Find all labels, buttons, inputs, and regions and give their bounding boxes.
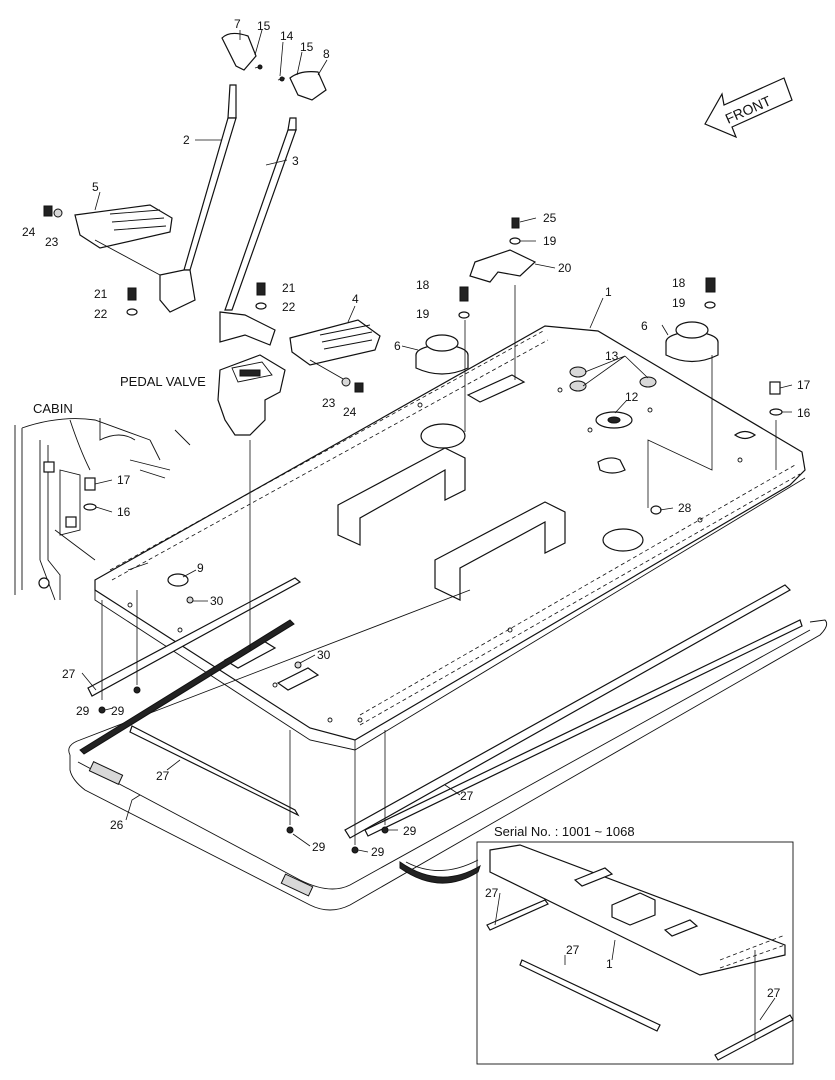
- callout-27c: 27: [460, 789, 474, 803]
- callout-5: 5: [92, 180, 99, 194]
- front-arrow-icon: FRONT: [704, 77, 793, 139]
- callout-23: 23: [45, 235, 59, 249]
- callout-17b: 17: [117, 473, 131, 487]
- inset-callout-1: 1: [606, 957, 613, 971]
- inset-callout-27c: 27: [767, 986, 781, 1000]
- callout-17: 17: [797, 378, 811, 392]
- floor-mat-rim: [68, 589, 828, 911]
- callout-21b: 21: [282, 281, 296, 295]
- serial-inset: Serial No. : 1001 ~ 1068 27 27 1 27: [399, 824, 794, 1065]
- callout-30: 30: [210, 594, 224, 608]
- grommets: [569, 366, 657, 429]
- callout-19c: 19: [672, 296, 686, 310]
- callout-29b: 29: [111, 704, 125, 718]
- callout-24b: 24: [343, 405, 357, 419]
- pedal-valve-label: PEDAL VALVE: [120, 374, 206, 389]
- callout-9: 9: [197, 561, 204, 575]
- callout-19: 19: [543, 234, 557, 248]
- callout-24: 24: [22, 225, 36, 239]
- callout-29: 29: [76, 704, 90, 718]
- cabin-label: CABIN: [33, 401, 73, 416]
- floor-plate: [94, 325, 806, 751]
- cover-plate: [469, 249, 537, 283]
- callout-14: 14: [280, 29, 294, 43]
- callout-labels: 7 15 14 15 8 2 3 5 24 23 21 22 21 22 4 2…: [22, 17, 811, 859]
- callout-18: 18: [416, 278, 430, 292]
- cabin-frame: CABIN: [14, 401, 191, 601]
- callout-7: 7: [234, 17, 241, 31]
- callout-12: 12: [625, 390, 639, 404]
- seal-strips: [79, 577, 803, 839]
- callout-13: 13: [605, 349, 619, 363]
- callout-19b: 19: [416, 307, 430, 321]
- callout-2: 2: [183, 133, 190, 147]
- callout-26: 26: [110, 818, 124, 832]
- leader-lines: [81, 29, 793, 853]
- fasteners: [83, 217, 783, 854]
- lever-assemblies: [159, 32, 327, 346]
- callout-27: 27: [62, 667, 76, 681]
- callout-1: 1: [605, 285, 612, 299]
- callout-16b: 16: [117, 505, 131, 519]
- callout-30b: 30: [317, 648, 331, 662]
- callout-16: 16: [797, 406, 811, 420]
- callout-29c: 29: [403, 824, 417, 838]
- pedal-valve: PEDAL VALVE: [120, 354, 286, 436]
- callout-20: 20: [558, 261, 572, 275]
- inset-callout-27b: 27: [566, 943, 580, 957]
- callout-15b: 15: [300, 40, 314, 54]
- callout-29e: 29: [371, 845, 385, 859]
- callout-6b: 6: [641, 319, 648, 333]
- pedals: [43, 204, 381, 393]
- callout-29d: 29: [312, 840, 326, 854]
- callout-18b: 18: [672, 276, 686, 290]
- callout-21: 21: [94, 287, 108, 301]
- callout-3: 3: [292, 154, 299, 168]
- callout-22: 22: [94, 307, 108, 321]
- callout-27b: 27: [156, 769, 170, 783]
- callout-23b: 23: [322, 396, 336, 410]
- serial-label: Serial No. : 1001 ~ 1068: [494, 824, 635, 839]
- callout-8: 8: [323, 47, 330, 61]
- callout-6: 6: [394, 339, 401, 353]
- isolation-mounts: [415, 321, 719, 375]
- callout-4: 4: [352, 292, 359, 306]
- callout-22b: 22: [282, 300, 296, 314]
- callout-15: 15: [257, 19, 271, 33]
- inset-callout-27: 27: [485, 886, 499, 900]
- callout-28: 28: [678, 501, 692, 515]
- callout-25: 25: [543, 211, 557, 225]
